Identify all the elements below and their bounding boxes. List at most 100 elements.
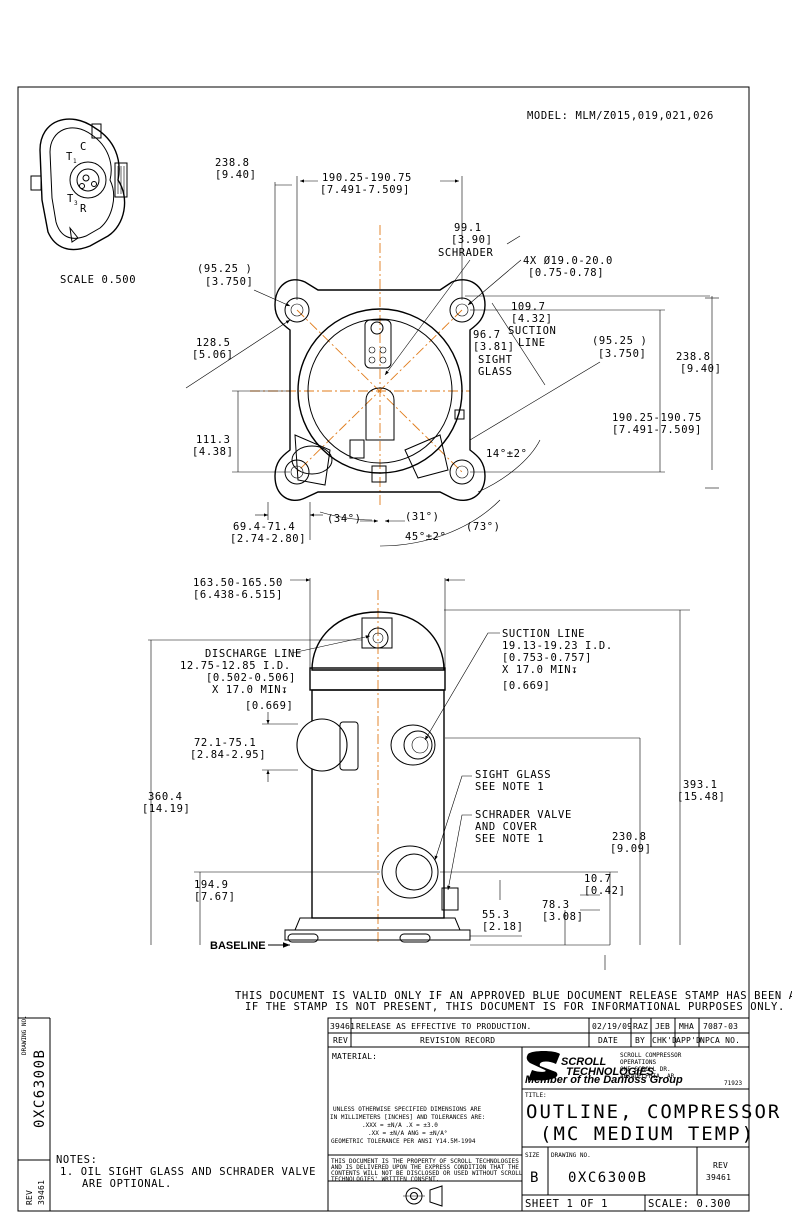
dim-schrader-in: [3.90]: [451, 234, 493, 246]
rev-desc: RELEASE AS EFFECTIVE TO PRODUCTION.: [356, 1022, 532, 1031]
angle-34: (34°): [327, 513, 362, 525]
dim-194: 194.9: [194, 879, 229, 891]
top-view-dimensions: 238.8 [9.40] 190.25-190.75 [7.491-7.509]…: [185, 157, 722, 547]
side-view-dimensions: 163.50-165.50 [6.438-6.515] DISCHARGE LI…: [142, 577, 725, 970]
prop-2: AND IS DELIVERED UPON THE EXPRESS CONDIT…: [331, 1164, 519, 1171]
dim-halfbolt-left-in: [3.750]: [205, 276, 253, 288]
tol-3: .XXX = ±N/A .X = ±3.0: [362, 1122, 438, 1129]
dim-111: 111.3: [196, 434, 231, 446]
model-label: MODEL: MLM/Z015,019,021,026: [527, 110, 714, 122]
scale-value: SCALE: 0.300: [648, 1198, 731, 1210]
hole-note-in: [0.75-0.78]: [528, 267, 604, 279]
dim-sight-in: [3.81]: [473, 341, 515, 353]
logo-text-2: TECHNOLOGIES: [566, 1066, 655, 1078]
dim-bolt-a: 190.25-190.75: [322, 172, 412, 184]
dim-194-in: [7.67]: [194, 891, 236, 903]
dim-10-in: [0.42]: [584, 885, 626, 897]
dim-69: 69.4-71.4: [233, 521, 295, 533]
dim-bolt-b: 190.25-190.75: [612, 412, 702, 424]
company-2: OPERATIONS: [620, 1059, 657, 1066]
side-rev: 39461: [37, 1180, 46, 1205]
suction-5: [0.669]: [502, 680, 550, 692]
material-label: MATERIAL:: [332, 1052, 377, 1061]
suction-2: 19.13-19.23 I.D.: [502, 640, 613, 652]
company-3: ONE SCROLL DR.: [620, 1066, 671, 1073]
company-4: ARKADELPHIA, AR: [620, 1073, 675, 1080]
dim-393-in: [15.48]: [677, 791, 725, 803]
dim-suction-in: [4.32]: [511, 313, 553, 325]
terminal-detail-view: C T 1 T 3 R: [30, 118, 128, 251]
tb-drawing-no: 0XC6300B: [568, 1170, 647, 1186]
dim-230: 230.8: [612, 831, 647, 843]
detail-scale: SCALE 0.500: [60, 274, 136, 286]
notes: NOTES: 1. OIL SIGHT GLASS AND SCHRADER V…: [56, 1154, 316, 1190]
top-view: [250, 225, 486, 505]
dim-360: 360.4: [148, 791, 183, 803]
size-label: SIZE: [525, 1152, 540, 1159]
tb-drawing-no-label: DRAWING NO.: [551, 1152, 591, 1159]
tol-2: IN MILLIMETERS [INCHES] AND TOLERANCES A…: [330, 1114, 485, 1121]
label-c: C: [80, 141, 87, 153]
validity-line-2: IF THE STAMP IS NOT PRESENT, THIS DOCUME…: [245, 1001, 785, 1013]
discharge-2: 12.75-12.85 I.D.: [180, 660, 291, 672]
scroll-technologies-logo: SCROLL TECHNOLOGIES Member of the Danfos…: [524, 1049, 683, 1086]
suction-1: SUCTION LINE: [502, 628, 585, 640]
tol-4: .XX = ±N/A ANG = ±N/A°: [368, 1130, 447, 1137]
prop-1: THIS DOCUMENT IS THE PROPERTY OF SCROLL …: [331, 1158, 519, 1165]
side-rev-label: REV: [25, 1190, 34, 1205]
dim-72: 72.1-75.1: [194, 737, 256, 749]
suction-label-1: SUCTION: [508, 325, 556, 337]
angle-45: 45°±2°: [405, 531, 447, 543]
dim-halfbolt-right-in: [3.750]: [598, 348, 646, 360]
header-chkd: CHK'D: [652, 1036, 677, 1045]
title-block: 39461 RELEASE AS EFFECTIVE TO PRODUCTION…: [327, 1017, 781, 1212]
side-drawing-number-block: DRAWING NO. 0XC6300B REV 39461: [18, 1015, 51, 1211]
dim-128-in: [5.06]: [192, 349, 234, 361]
title-line-1: OUTLINE, COMPRESSOR: [526, 1101, 781, 1123]
rev-date: 02/19/09: [592, 1022, 632, 1031]
label-t3-sub: 3: [74, 200, 78, 207]
prop-3: CONTENTS WILL NOT BE DISCLOSED OR USED W…: [331, 1170, 523, 1177]
side-drawing-no: 0XC6300B: [32, 1049, 48, 1128]
notes-heading: NOTES:: [56, 1154, 98, 1166]
discharge-1: DISCHARGE LINE: [205, 648, 302, 660]
tol-1: UNLESS OTHERWISE SPECIFIED DIMENSIONS AR…: [333, 1106, 481, 1113]
header-by: BY: [635, 1036, 645, 1045]
size-value: B: [530, 1170, 540, 1186]
sight-1: SIGHT GLASS: [475, 769, 551, 781]
company-5: 71923: [724, 1080, 742, 1087]
dim-69-in: [2.74-2.80]: [230, 533, 306, 545]
dim-72-in: [2.84-2.95]: [190, 749, 266, 761]
dim-393: 393.1: [683, 779, 718, 791]
dim-55-in: [2.18]: [482, 921, 524, 933]
header-date: DATE: [598, 1036, 618, 1045]
validity-line-1: THIS DOCUMENT IS VALID ONLY IF AN APPROV…: [235, 990, 792, 1002]
suction-3: [0.753-0.757]: [502, 652, 592, 664]
sheet-number: SHEET 1 OF 1: [525, 1198, 608, 1210]
note-1a: 1. OIL SIGHT GLASS AND SCHRADER VALVE: [60, 1166, 316, 1178]
tb-rev: 39461: [706, 1173, 731, 1182]
discharge-4: X 17.0 MIN↧: [212, 684, 288, 696]
rev-no: 39461: [330, 1022, 355, 1031]
logo-text-1: SCROLL: [561, 1056, 607, 1068]
discharge-5: [0.669]: [245, 700, 293, 712]
dim-bolt-a-in: [7.491-7.509]: [320, 184, 410, 196]
header-record: REVISION RECORD: [420, 1036, 495, 1045]
dim-schrader: 99.1: [454, 222, 482, 234]
sight-label-1: SIGHT: [478, 354, 513, 366]
baseline-label: BASELINE: [210, 940, 266, 952]
label-r: R: [80, 203, 87, 215]
dim-overall-a-in: [9.40]: [215, 169, 257, 181]
dim-halfbolt-left: (95.25 ): [197, 263, 252, 275]
suction-4: X 17.0 MIN↧: [502, 664, 578, 676]
suction-label-2: LINE: [518, 337, 546, 349]
dim-128: 128.5: [196, 337, 231, 349]
schrader-1: SCHRADER VALVE: [475, 809, 572, 821]
dim-halfbolt-right: (95.25 ): [592, 335, 647, 347]
note-1b: ARE OPTIONAL.: [82, 1178, 172, 1190]
dim-55: 55.3: [482, 909, 510, 921]
company-1: SCROLL COMPRESSOR: [620, 1052, 682, 1059]
side-view: [284, 590, 471, 945]
dim-overall-b-in: [9.40]: [680, 363, 722, 375]
angle-31: (31°): [405, 511, 440, 523]
